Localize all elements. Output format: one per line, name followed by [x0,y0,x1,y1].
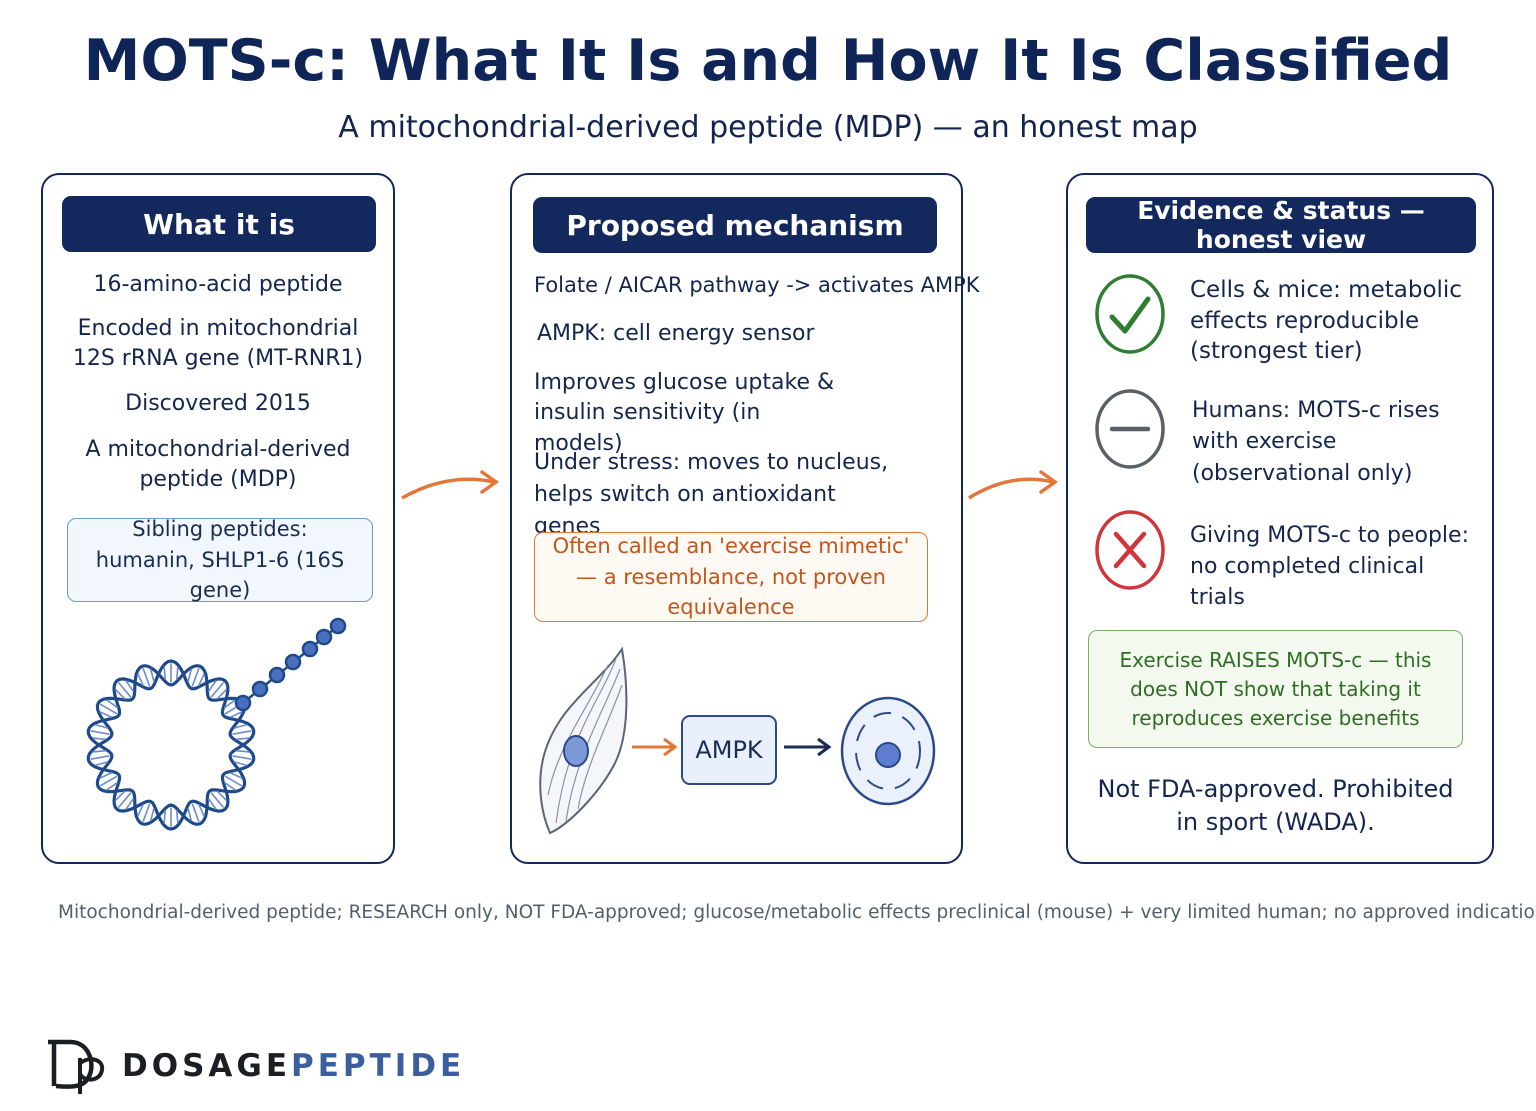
dna-rung [232,730,252,735]
dna-rung [94,723,109,729]
dna-rung [216,790,228,802]
fact-gene: Encoded in mitochondrial 12S rRNA gene (… [72,316,364,372]
dna-rung [94,761,109,767]
brand-name: DOSAGEPEPTIDE [122,1048,465,1084]
dna-rung [163,666,167,681]
dna-rung [99,771,113,780]
dna-rung [187,668,193,683]
dna-rung [233,723,248,729]
dna-rung [223,781,236,791]
dna-rung [197,673,206,687]
evidence-tier-cells: Cells & mice: metabolic effects reproduc… [1190,277,1462,365]
dna-rung [216,688,228,700]
dna-rung [163,809,167,824]
check-icon [1095,274,1165,354]
mech-ampk: AMPK: cell energy sensor [537,321,815,346]
arrow-left-to-mid [401,470,500,500]
ampk-box: AMPK [681,715,777,785]
dna-rung [232,755,252,760]
fact-length: 16-amino-acid peptide [93,272,343,297]
dna-rung [210,792,225,809]
panel-what-it-is: What it is 16-amino-acid peptide Encoded… [41,173,395,864]
dna-rung [149,668,155,683]
dna-rung [99,775,118,787]
dna-rung [136,673,145,687]
brand-logo: DOSAGEPEPTIDE [46,1036,486,1096]
dna-rung [210,681,225,698]
dna-rung [92,737,107,741]
dna-rung [149,807,155,822]
dna-rung [125,680,135,693]
dna-rung [142,803,151,822]
mech-pathway: Folate / AICAR pathway -> activates AMPK [534,273,980,297]
dna-rung [191,668,200,687]
dna-rung [114,790,126,802]
dna-rung [187,807,193,822]
dna-rung [175,666,179,681]
arrow-mid-to-right [968,470,1059,500]
fact-class: A mitochondrial-derived peptide (MDP) [85,437,351,493]
dna-rung [191,803,200,822]
panel-evidence: Evidence & status — honest view Cells & … [1066,173,1494,864]
page-subtitle: A mitochondrial-derived peptide (MDP) — … [338,110,1198,145]
dna-rung [90,755,110,760]
dna-rung [106,699,119,709]
dna-rung [117,681,132,698]
cross-icon [1095,510,1165,590]
dna-rung [175,809,179,824]
panel-mechanism: Proposed mechanism Folate / AICAR pathwa… [510,173,980,864]
dna-rung [99,703,118,715]
evidence-tier-humans: Humans: MOTS-c rises with exercise (obse… [1192,398,1440,486]
page-title: MOTS-c: What It Is and How It Is Classif… [83,28,1453,94]
sibling-peptides-note: Sibling peptides: humanin, SHLP1-6 (16S … [67,517,373,602]
dna-rung [223,699,236,709]
dna-rung [229,710,243,719]
dna-rung [233,761,248,767]
dna-rung [114,688,126,700]
arrow-ampk-to-cell [784,737,832,757]
dp-logo-icon [48,1039,105,1094]
arrow-muscle-to-ampk [632,737,678,757]
panel-header-evidence: Evidence & status — honest view [1086,196,1476,254]
muscle-cell-icon [539,646,628,835]
evidence-tier-trials: Giving MOTS-c to people: no completed cl… [1190,523,1469,611]
dna-rung [136,803,145,817]
dna-rung [106,781,119,791]
dna-rung [229,771,243,780]
exercise-raises-note: Exercise RAISES MOTS-c — this does NOT s… [1088,630,1463,748]
dna-rung [197,803,206,817]
regulatory-status: Not FDA-approved. Prohibited in sport (W… [1097,775,1454,837]
mech-stress: Under stress: moves to nucleus, helps sw… [534,450,889,539]
dna-rung [117,792,132,809]
dna-ring-icon [86,617,347,831]
brand-part-peptide: PEPTIDE [291,1048,466,1084]
footnote: Mitochondrial-derived peptide; RESEARCH … [58,902,1536,923]
dna-rung [92,749,107,753]
cell-nucleus-icon [840,696,936,806]
fact-discovered: Discovered 2015 [125,391,311,416]
dna-rung [99,710,113,719]
dna-rung [125,797,135,810]
dna-rung [142,668,151,687]
panel-header-mechanism: Proposed mechanism [533,197,937,253]
panel-header-what-it-is: What it is [62,196,376,252]
brand-part-dosage: DOSAGE [122,1048,292,1084]
dna-rung [207,797,217,810]
dna-rung [207,680,217,693]
mech-glucose: Improves glucose uptake & insulin sensit… [534,370,835,456]
dna-rung [235,749,250,753]
minus-icon [1095,389,1165,469]
dna-rung [235,737,250,741]
exercise-mimetic-note: Often called an 'exercise mimetic' — a r… [534,532,928,622]
dna-rung [90,730,110,735]
peptide-chain-icon [234,617,347,712]
dna-rung [224,775,243,787]
